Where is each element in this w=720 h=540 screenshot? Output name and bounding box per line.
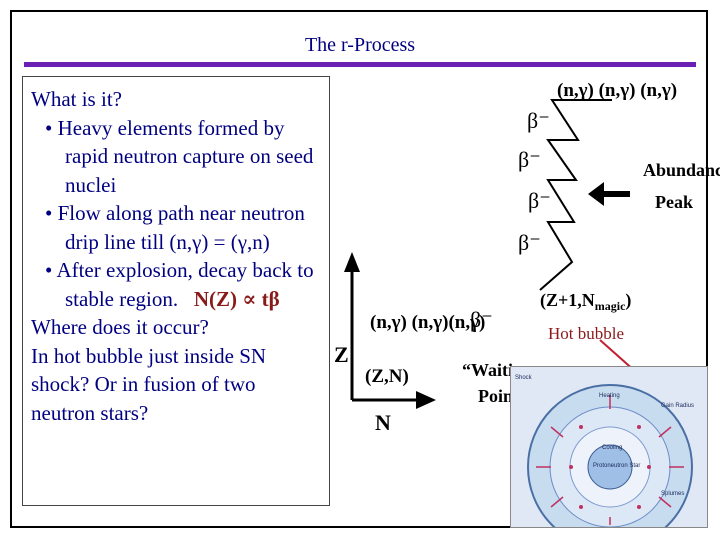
plume-arrows: [536, 395, 684, 525]
inset-label-shock: Shock: [515, 375, 533, 381]
hot-bubble-label: Hot bubble: [548, 324, 625, 343]
heading-what: What is it?: [31, 87, 122, 111]
inset-label-splumes: Splumes: [661, 491, 684, 497]
hot-bubble-figure: Heating Gain Radius Cooling Protoneutron…: [515, 375, 694, 527]
bullet-3-text: • After explosion, decay back to stable …: [45, 258, 314, 311]
decay-zigzag: [539, 99, 612, 291]
top-capture-label: (n,γ) (n,γ) (n,γ): [557, 80, 677, 101]
inset-label-protoneutron: Protoneutron Star: [593, 463, 640, 469]
relation-text: N(Z) ∝ tβ: [193, 286, 280, 311]
lower-capture-label: (n,γ) (n,γ)(n,γ): [370, 312, 485, 333]
peak-label-2: Peak: [655, 192, 693, 212]
slide-title: The r-Process: [304, 34, 416, 56]
plume-markers: [569, 425, 651, 509]
beta-label-2: β⁻: [518, 147, 541, 172]
beta-label-5: β⁻: [470, 307, 493, 332]
beta-label-4: β⁻: [518, 230, 541, 255]
answer-text: In hot bubble just inside SN shock? Or i…: [31, 343, 267, 425]
bullet-1: • Heavy elements formed by rapid neutron…: [45, 115, 314, 197]
title-underline: [24, 62, 696, 67]
n-axis-label: N: [375, 410, 391, 435]
magic-label: (Z+1,Nmagic): [540, 290, 631, 313]
z-axis-label: Z: [334, 342, 349, 367]
protoneutron-star: [587, 444, 633, 490]
peak-label-1: Abundance: [643, 160, 720, 180]
inset-label-heating: Heating: [599, 393, 620, 399]
bullet-2: • Flow along path near neutron drip line…: [45, 201, 305, 254]
beta-label-3: β⁻: [528, 188, 551, 213]
beta-label-1: β⁻: [527, 108, 550, 133]
z-axis-arrow: [344, 252, 360, 400]
hot-bubble-inset: Heating Gain Radius Cooling Protoneutron…: [510, 366, 708, 528]
heading-where: Where does it occur?: [31, 315, 209, 339]
content-textbox: What is it? • Heavy elements formed by r…: [22, 76, 330, 506]
peak-arrow: [588, 182, 630, 206]
slide-frame: [10, 10, 708, 528]
zn-label: (Z,N): [365, 366, 409, 387]
n-axis-arrow: [352, 391, 436, 409]
bullet-3: • After explosion, decay back to stable …: [31, 256, 321, 313]
inset-label-gain-radius: Gain Radius: [661, 403, 694, 409]
inset-label-cooling: Cooling: [602, 445, 622, 451]
